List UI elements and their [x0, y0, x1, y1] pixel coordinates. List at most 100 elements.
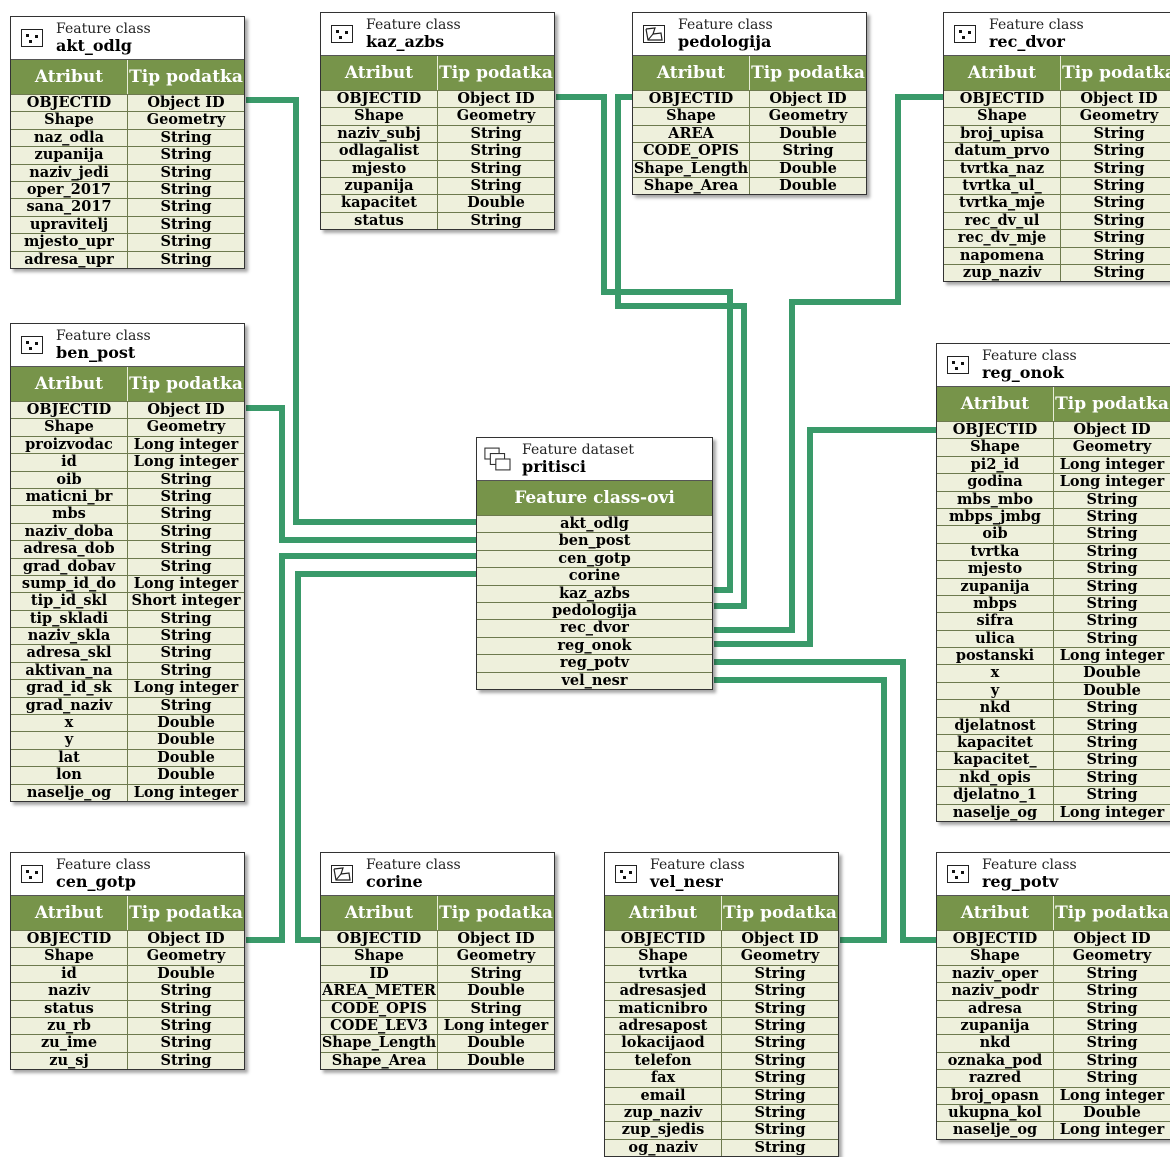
feature-class-item: cen_gotp	[477, 549, 712, 568]
attribute-name: mbs	[11, 506, 128, 523]
attribute-name: Shape_Length	[321, 1035, 438, 1052]
attribute-name: Shape	[937, 439, 1054, 456]
attribute-name: zupanija	[937, 1017, 1054, 1035]
tip-podatka-header: Tip podatka	[1062, 63, 1170, 83]
attribute-name: OBJECTID	[944, 91, 1061, 108]
attribute-name: odlagalist	[321, 143, 438, 160]
table-ben-post: Feature class ben_post Atribut Tip podat…	[10, 323, 245, 802]
dataset-name: pritisci	[522, 457, 586, 476]
attribute-type: String	[1086, 630, 1138, 647]
column-headers: Atribut Tip podatka	[11, 896, 244, 930]
attribute-name: kapacitet	[937, 735, 1054, 752]
feature-class-name: ben_post	[558, 533, 631, 550]
attribute-name: mjesto_upr	[11, 234, 128, 251]
attribute-type: String	[1086, 700, 1138, 717]
feature-class-name: rec_dvor	[560, 620, 629, 637]
feature-class-name: kaz_azbs	[559, 585, 630, 602]
table-rec-dvor: Feature class rec_dvor Atribut Tip podat…	[943, 12, 1170, 283]
attribute-name: OBJECTID	[633, 91, 750, 108]
table-name: ben_post	[56, 343, 136, 362]
attribute-type: String	[1086, 1035, 1138, 1052]
attribute-name: adresa	[937, 1000, 1054, 1017]
attribute-type: String	[1093, 143, 1145, 160]
attribute-type: String	[160, 471, 212, 488]
attribute-name: CODE_LEV3	[321, 1017, 438, 1035]
feature-class-label: Feature class	[56, 21, 151, 37]
attribute-name: mjesto	[321, 160, 438, 177]
attribute-type: String	[160, 697, 212, 714]
attribute-type: Long integer	[133, 575, 239, 592]
attribute-name: razred	[937, 1070, 1054, 1087]
attribute-name: zu_rb	[11, 1017, 128, 1035]
table-header: Feature class ben_post	[11, 324, 244, 367]
table-row: zup_sjedis String	[605, 1121, 838, 1139]
attribute-name: broj_upisa	[944, 125, 1061, 143]
attribute-type: String	[1086, 1017, 1138, 1034]
feature-class-name: reg_potv	[559, 655, 630, 672]
attribute-type: String	[470, 125, 522, 142]
attribute-type: String	[1086, 578, 1138, 595]
attribute-name: AREA_METER	[321, 983, 438, 1000]
attribute-name: fax	[605, 1070, 722, 1087]
attribute-name: datum_prvo	[944, 143, 1061, 160]
attribute-type: Double	[467, 195, 525, 212]
point-feature-icon	[21, 29, 43, 47]
attribute-type: String	[1093, 247, 1145, 264]
attribute-name: upravitelj	[11, 216, 128, 234]
point-feature-icon	[954, 25, 976, 43]
feature-class-name: akt_odlg	[560, 516, 629, 532]
column-headers: Atribut Tip podatka	[605, 896, 838, 930]
attribute-type: Long integer	[133, 784, 239, 801]
attribute-name: kapacitet	[321, 195, 438, 212]
attribute-type: String	[754, 1139, 806, 1156]
attribute-type: String	[1086, 717, 1138, 734]
attribute-name: adresa_upr	[11, 251, 128, 268]
attribute-name: OBJECTID	[11, 402, 128, 419]
attribute-name: zup_sjedis	[605, 1122, 722, 1139]
feature-class-name: reg_onok	[557, 637, 632, 654]
attribute-type: String	[754, 1122, 806, 1139]
feature-class-label: Feature class	[982, 857, 1077, 873]
attribute-type: Long integer	[133, 436, 239, 453]
attribute-type: Long integer	[1059, 1122, 1165, 1139]
attribute-name: OBJECTID	[937, 422, 1054, 439]
table-reg-onok: Feature class reg_onok Atribut Tip podat…	[936, 343, 1170, 822]
feature-dataset-label: Feature dataset	[522, 442, 635, 458]
table-row: tvrtka_ul_String	[944, 176, 1170, 195]
attribute-name: Shape_Area	[321, 1052, 438, 1070]
attribute-name: naselje_og	[937, 804, 1054, 821]
attribute-name: rec_dv_mje	[944, 230, 1061, 247]
feature-class-label: Feature class	[989, 17, 1084, 33]
attribute-type: Long integer	[1059, 1087, 1165, 1104]
attribute-name: Shape	[944, 108, 1061, 125]
